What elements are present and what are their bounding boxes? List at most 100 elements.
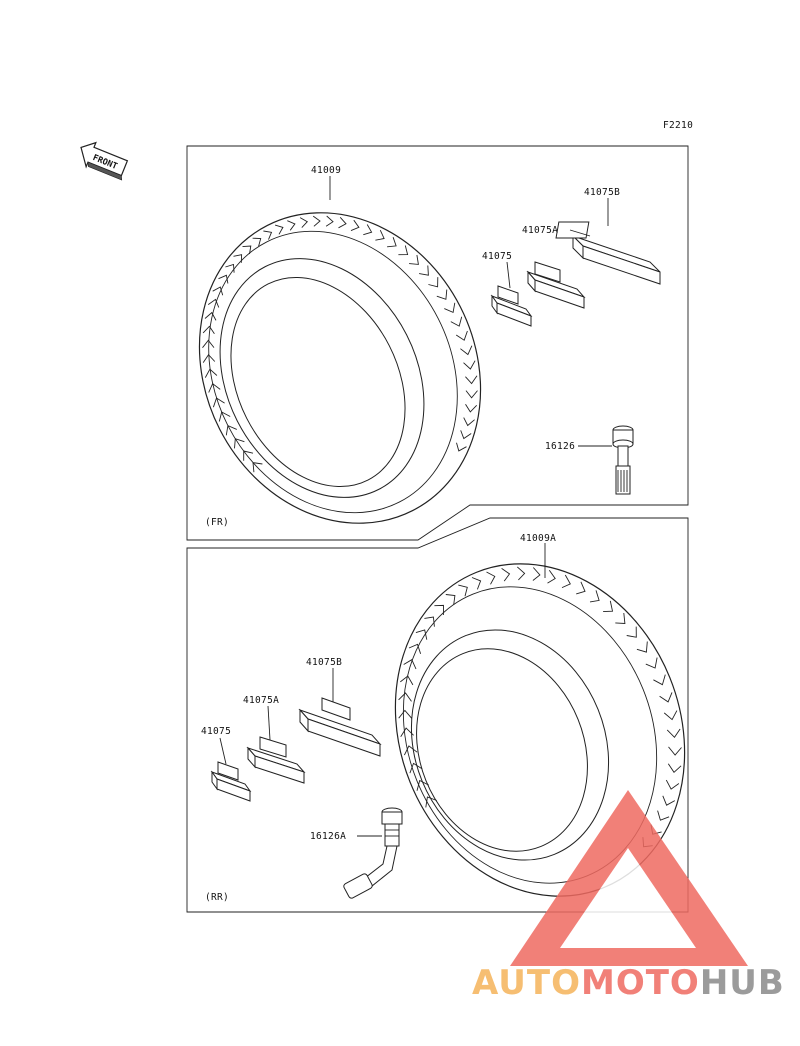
tread-groove [425, 796, 437, 808]
tread-groove [225, 263, 235, 273]
tread-groove [218, 411, 231, 422]
rear-section-tag: (RR) [205, 892, 229, 903]
tread-groove [458, 584, 468, 597]
rear-weight-b [298, 697, 382, 757]
tread-groove [387, 237, 397, 248]
tread-groove [287, 220, 296, 231]
tread-groove [299, 217, 309, 228]
front-weight-a-leader [569, 229, 591, 237]
tread-groove [274, 224, 284, 235]
rear-weight-a-leader [267, 705, 271, 741]
tread-groove [233, 254, 243, 263]
tread-groove [424, 616, 435, 627]
tread-groove [312, 215, 321, 227]
tread-groove [662, 795, 676, 806]
rear-weight-b-label: 41075B [306, 657, 342, 668]
tread-groove [436, 289, 448, 300]
front-tire-label: 41009 [311, 165, 341, 176]
tread-groove [653, 674, 666, 686]
tread-groove [202, 325, 215, 335]
tread-groove [234, 438, 245, 449]
tread-groove [603, 600, 614, 613]
tread-groove [212, 286, 224, 296]
tread-groove [615, 612, 626, 624]
tread-groove [434, 604, 444, 616]
watermark-logo: AUTOMOTOHUB [472, 790, 785, 1003]
tread-groove [375, 230, 385, 241]
tread-groove [463, 360, 476, 370]
tread-groove [456, 442, 467, 452]
tread-groove [350, 219, 360, 232]
tread-groove [409, 254, 419, 265]
tread-groove [218, 274, 229, 284]
front-weight-a-label: 41075A [522, 225, 558, 236]
front-weight-b-label: 41075B [584, 187, 620, 198]
tread-groove [668, 746, 682, 756]
front-weight [490, 285, 533, 327]
tread-groove [517, 566, 526, 581]
tread-groove [403, 745, 418, 756]
figure-code: F2210 [663, 120, 693, 131]
tread-groove [576, 581, 586, 595]
tread-groove [325, 215, 334, 227]
tread-groove [460, 345, 473, 356]
front-section-frame [186, 145, 689, 541]
tread-groove [415, 629, 428, 640]
tread-groove [547, 569, 556, 584]
tread-groove [398, 692, 412, 702]
watermark-part3: HUB [700, 963, 785, 1003]
tread-groove [400, 675, 414, 686]
tread-groove [363, 224, 373, 236]
front-tire [198, 212, 482, 524]
tread-groove [398, 709, 413, 719]
tread-groove [202, 353, 216, 363]
tread-groove [659, 692, 673, 703]
tread-groove [398, 245, 409, 256]
rear-weight-leader [219, 737, 227, 765]
tread-groove [460, 430, 472, 440]
front-weight-b [555, 221, 661, 285]
tread-groove [409, 762, 423, 774]
rear-weight [210, 761, 252, 802]
rear-valve [343, 807, 403, 899]
tread-groove [450, 316, 463, 327]
tread-groove [636, 641, 648, 653]
tread-groove [204, 311, 217, 321]
tread-groove [561, 574, 571, 589]
rear-tire [394, 563, 686, 897]
tread-groove [204, 368, 218, 378]
tread-groove [465, 375, 478, 385]
tread-groove [263, 230, 273, 240]
rear-valve-label: 16126A [310, 831, 346, 842]
tread-groove [408, 643, 422, 654]
front-weight-a [526, 261, 586, 309]
tread-groove [589, 590, 600, 603]
tread-groove [208, 383, 221, 393]
tread-groove [626, 626, 637, 638]
tread-groove [212, 397, 225, 408]
tread-groove [242, 245, 252, 255]
rear-tire-label: 41009A [520, 533, 556, 544]
front-weight-label: 41075 [482, 251, 512, 262]
rear-weight-a [246, 736, 306, 784]
front-section-tag: (FR) [205, 517, 229, 528]
tread-groove [416, 779, 430, 791]
tread-groove [657, 810, 670, 821]
tread-groove [202, 339, 215, 348]
tread-groove [338, 217, 347, 229]
front-arrow-icon: FRONT [80, 141, 129, 181]
tread-groove [428, 277, 439, 288]
tread-groove [465, 404, 478, 413]
tread-groove [501, 568, 511, 582]
tread-groove [645, 657, 658, 669]
front-valve [612, 425, 634, 495]
tread-groove [225, 424, 237, 436]
tread-groove [403, 659, 417, 670]
tread-groove [486, 571, 496, 585]
front-valve-label: 16126 [545, 441, 575, 452]
tread-groove [445, 594, 456, 605]
tread-groove [207, 298, 220, 308]
tread-groove [252, 462, 263, 473]
rear-section-frame [186, 517, 689, 913]
